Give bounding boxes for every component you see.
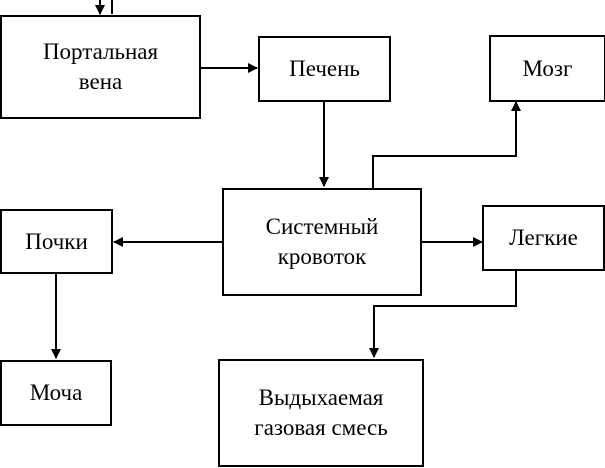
node-portal-vein-line1: Портальная bbox=[42, 39, 159, 64]
node-brain-label: Мозг bbox=[522, 55, 573, 81]
node-portal-vein: Портальная вена bbox=[0, 15, 201, 119]
node-exhaled-gas-mixture: Выдыхаемая газовая смесь bbox=[218, 359, 424, 467]
arrow-systemic-to-brain bbox=[372, 101, 521, 188]
node-lungs: Легкие bbox=[482, 205, 605, 271]
node-kidneys: Почки bbox=[0, 209, 113, 274]
node-systemic-line2: кровоток bbox=[277, 244, 367, 269]
node-liver-label: Печень bbox=[289, 56, 360, 81]
node-systemic-line1: Системный bbox=[265, 214, 379, 239]
node-brain: Мозг bbox=[489, 35, 605, 102]
node-urine-label: Моча bbox=[29, 380, 83, 405]
node-urine: Моча bbox=[0, 360, 112, 426]
arrow-lungs-to-exhaled-gas bbox=[369, 271, 517, 358]
node-portal-vein-line2: вена bbox=[78, 69, 123, 94]
node-liver: Печень bbox=[258, 36, 391, 102]
node-systemic-circulation: Системный кровоток bbox=[222, 188, 422, 296]
node-exhaled-line2: газовая смесь bbox=[254, 415, 388, 440]
node-exhaled-line1: Выдыхаемая bbox=[258, 385, 384, 410]
node-lungs-label: Легкие bbox=[509, 225, 578, 250]
node-kidneys-label: Почки bbox=[25, 228, 88, 254]
